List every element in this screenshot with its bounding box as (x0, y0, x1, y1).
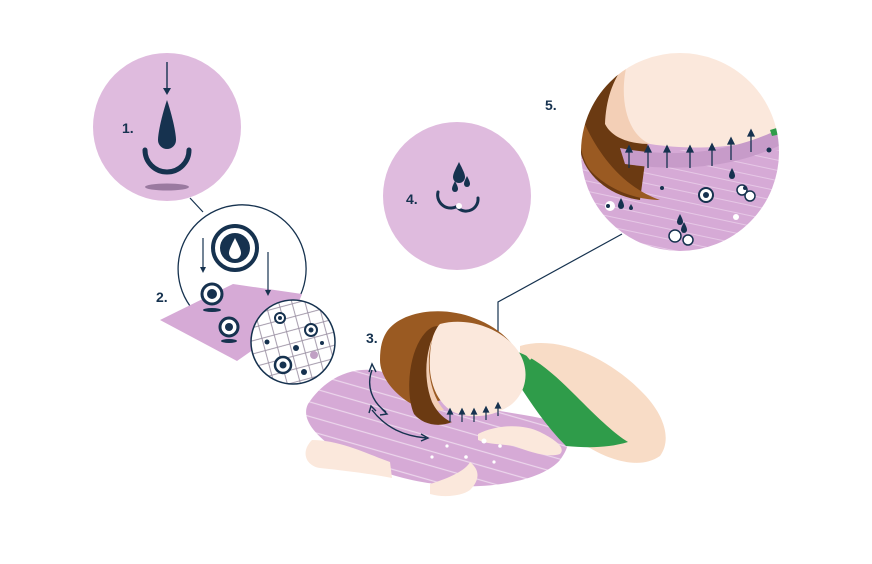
step-2-label: 2. (156, 289, 168, 305)
hand-upper (478, 426, 562, 456)
right-arm (520, 343, 666, 463)
step-1-group: 1. (93, 53, 241, 201)
arrow-down-icon (265, 252, 271, 296)
step-4-label: 4. (406, 191, 418, 207)
fabric-mesh-magnifier (250, 299, 336, 385)
step-2-group: 2. (156, 197, 336, 385)
droplet-capsule-icon (211, 224, 259, 272)
drop-into-cup-icon (142, 62, 192, 191)
left-arm (305, 440, 392, 478)
rising-arrows-icon (624, 128, 756, 168)
hand-lower (430, 462, 478, 497)
face (429, 321, 526, 417)
sleeping-woman-scene: 3. (305, 311, 666, 497)
droplets-icon (436, 162, 480, 213)
small-capsule-icon (200, 282, 224, 312)
step-5-label: 5. (545, 97, 557, 113)
particles (430, 438, 502, 464)
particles (605, 147, 772, 246)
green-top (516, 352, 628, 448)
step-4-group: 4. (383, 122, 531, 270)
arrow-down-icon (200, 238, 206, 273)
step-3-label: 3. (366, 330, 378, 346)
step-2-outline (177, 204, 307, 307)
curved-arrows-icon (368, 362, 430, 442)
small-capsule-icon (218, 316, 240, 343)
step-5-circle (579, 51, 781, 253)
step-1-label: 1. (122, 120, 134, 136)
rising-arrows-icon (446, 401, 502, 422)
step-4-circle (383, 122, 531, 270)
step-5-group: 5. (545, 51, 781, 253)
connector-line (497, 233, 623, 338)
hair-strand (409, 326, 452, 425)
